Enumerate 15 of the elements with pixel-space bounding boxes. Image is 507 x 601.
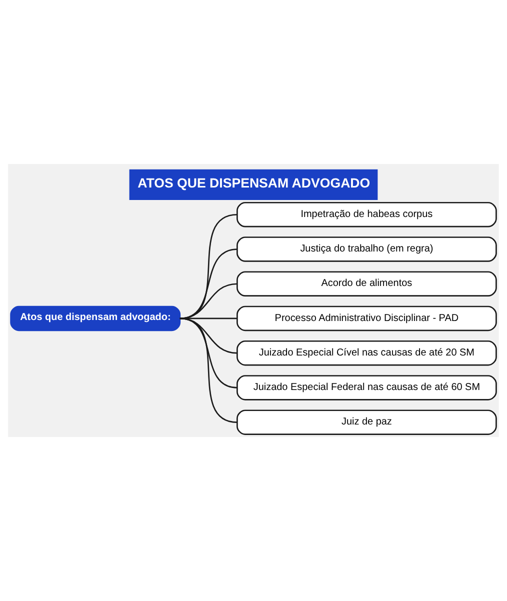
node-box: Juizado Especial Cível nas causas de até 20 SM — [236, 340, 497, 366]
connector — [180, 318, 238, 423]
node-box: Justiça do trabalho (em regra) — [236, 236, 497, 262]
node-box: Acordo de alimentos — [236, 271, 497, 296]
connector — [180, 214, 238, 320]
node-box: Juiz de paz — [236, 410, 497, 435]
connector — [180, 318, 238, 388]
node-box: Processo Administrativo Disciplinar - PAD — [236, 306, 497, 332]
node-box: Impetração de habeas corpus — [236, 202, 497, 228]
node-box: Atos que dispensam advogado: — [10, 306, 181, 332]
connector — [180, 318, 238, 354]
diagram-title: ATOS QUE DISPENSAM ADVOGADO — [138, 175, 370, 190]
node-box: Juizado Especial Federal nas causas de até 60 SM — [236, 375, 497, 400]
connector — [180, 283, 238, 320]
connector — [180, 248, 238, 320]
